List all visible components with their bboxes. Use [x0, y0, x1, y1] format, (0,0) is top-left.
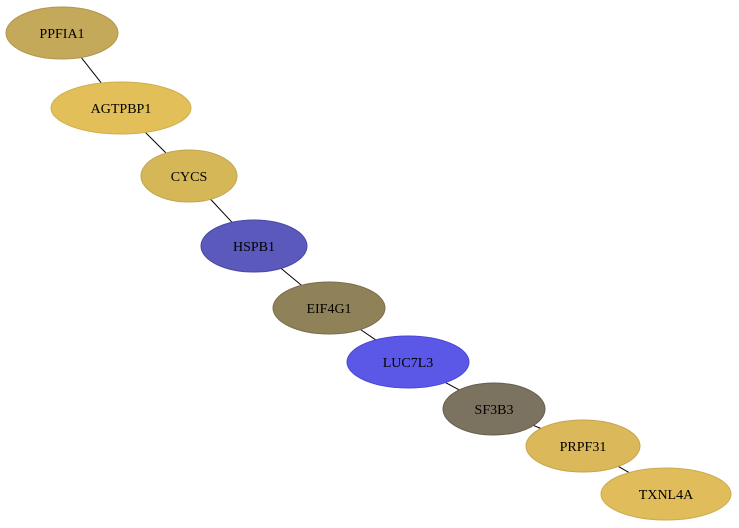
- node-prpf31[interactable]: PRPF31: [525, 419, 641, 473]
- edge-eif4g1-luc7l3: [360, 329, 377, 341]
- node-eif4g1[interactable]: EIF4G1: [272, 281, 386, 335]
- node-label-txnl4a: TXNL4A: [639, 488, 694, 503]
- node-label-luc7l3: LUC7L3: [383, 356, 434, 371]
- node-label-eif4g1: EIF4G1: [306, 302, 351, 317]
- edge-cycs-hspb1: [210, 198, 233, 223]
- node-shape-prpf31: [525, 419, 641, 473]
- edge-prpf31-txnl4a: [618, 465, 630, 474]
- edge-sf3b3-prpf31: [533, 424, 542, 429]
- edge-hspb1-eif4g1: [280, 267, 302, 286]
- edge-luc7l3-sf3b3: [445, 382, 460, 391]
- node-txnl4a[interactable]: TXNL4A: [600, 467, 732, 521]
- node-label-agtpbp1: AGTPBP1: [91, 102, 152, 117]
- edge-ppfia1-agtpbp1: [80, 57, 102, 84]
- node-label-ppfia1: PPFIA1: [39, 27, 84, 42]
- node-shape-sf3b3: [442, 382, 546, 436]
- node-label-hspb1: HSPB1: [233, 240, 275, 255]
- edge-agtpbp1-cycs: [145, 132, 167, 154]
- node-shape-cycs: [140, 149, 238, 203]
- node-shape-eif4g1: [272, 281, 386, 335]
- node-shape-txnl4a: [600, 467, 732, 521]
- node-shape-luc7l3: [346, 335, 470, 389]
- node-label-sf3b3: SF3B3: [475, 403, 514, 418]
- node-ppfia1[interactable]: PPFIA1: [5, 6, 119, 60]
- node-cycs[interactable]: CYCS: [140, 149, 238, 203]
- node-label-prpf31: PRPF31: [560, 440, 607, 455]
- node-hspb1[interactable]: HSPB1: [200, 219, 308, 273]
- node-shape-ppfia1: [5, 6, 119, 60]
- node-label-cycs: CYCS: [171, 170, 208, 185]
- node-luc7l3[interactable]: LUC7L3: [346, 335, 470, 389]
- node-shape-agtpbp1: [50, 81, 192, 135]
- node-sf3b3[interactable]: SF3B3: [442, 382, 546, 436]
- node-shape-hspb1: [200, 219, 308, 273]
- node-agtpbp1[interactable]: AGTPBP1: [50, 81, 192, 135]
- edge-layer: [80, 57, 630, 474]
